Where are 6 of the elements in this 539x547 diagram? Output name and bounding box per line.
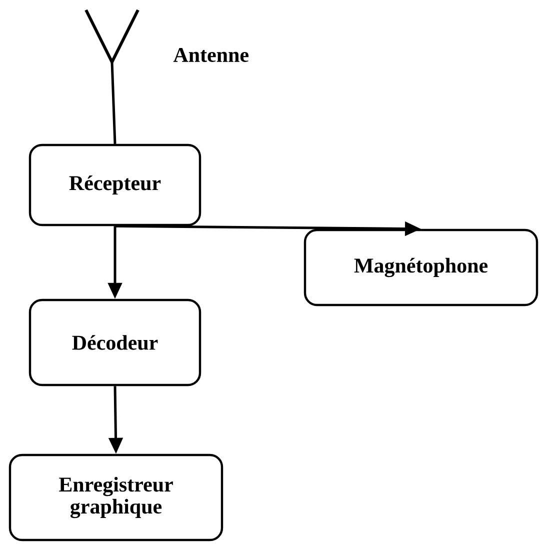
process-box: Magnétophone — [304, 228, 538, 306]
process-box: Récepteur — [28, 144, 202, 226]
antenna-drawing — [84, 9, 140, 66]
process-box: Décodeur — [28, 298, 202, 386]
beside-label: Antenne — [173, 48, 248, 62]
process-box: Enregistreur graphique — [8, 454, 224, 542]
